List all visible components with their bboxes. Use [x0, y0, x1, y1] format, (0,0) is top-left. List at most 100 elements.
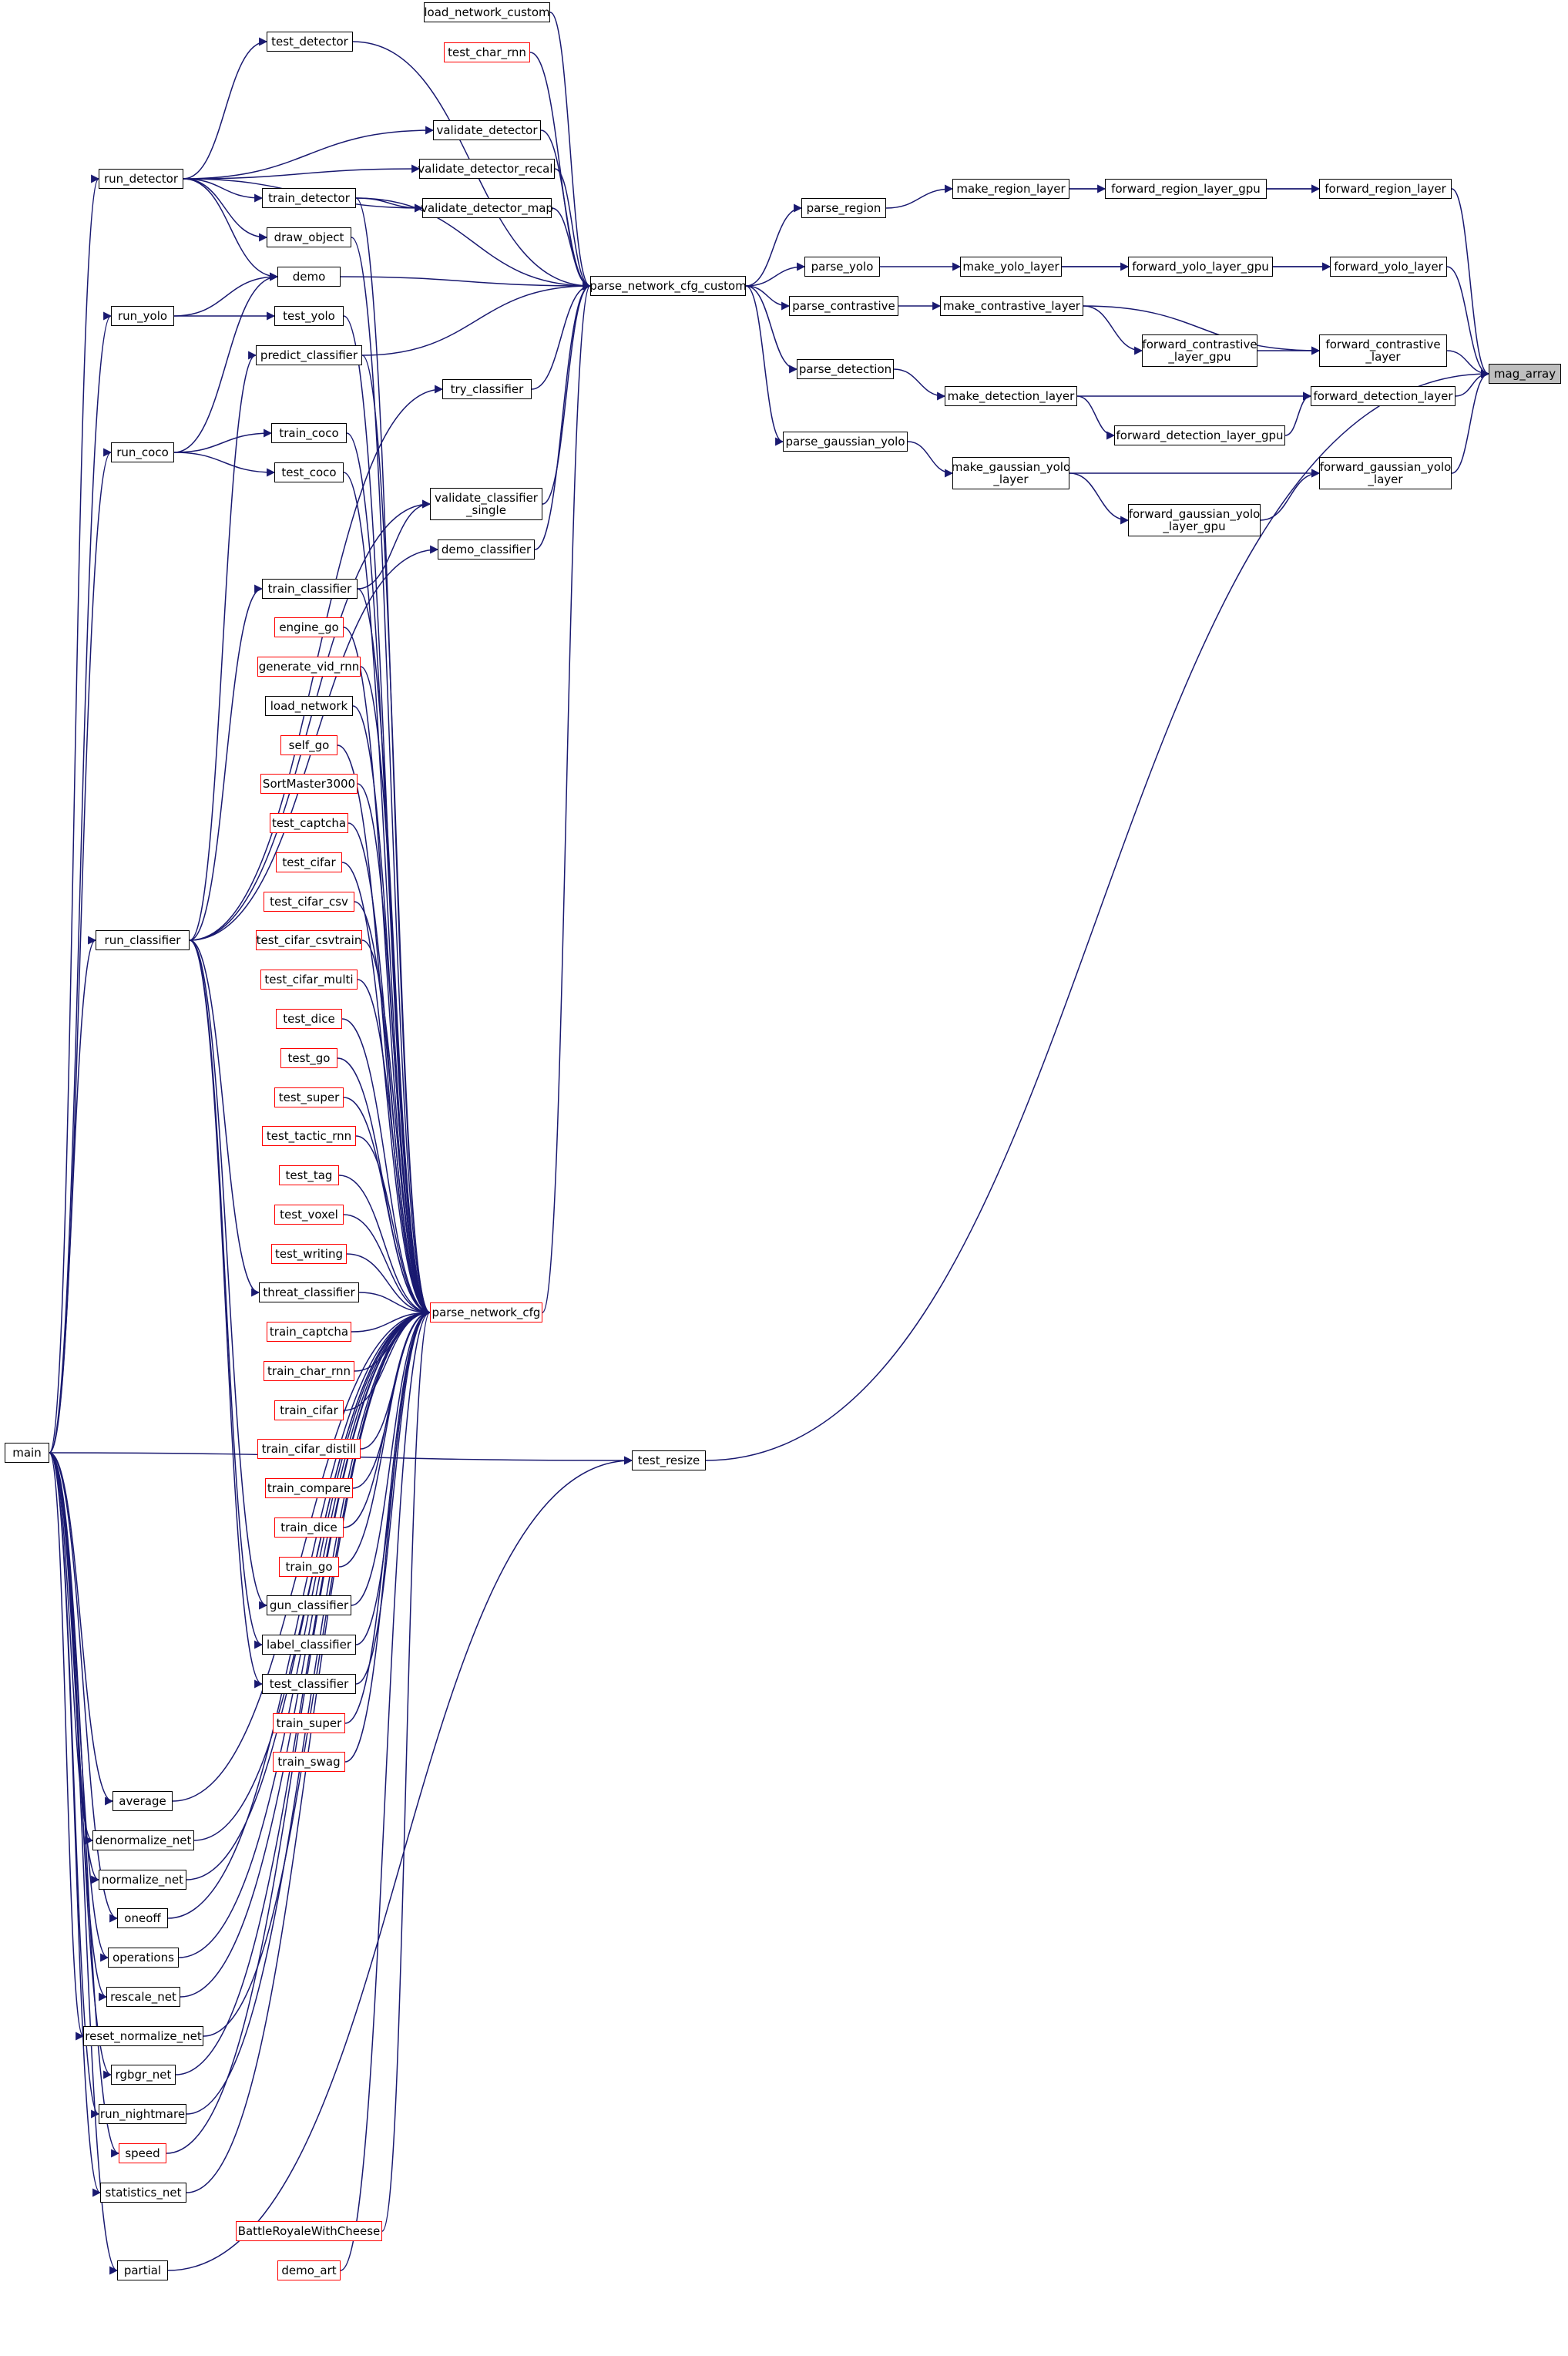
- node-parse-gaussian-yolo[interactable]: parse_gaussian_yolo: [783, 432, 908, 452]
- node-predict-classifier[interactable]: predict_classifier: [256, 345, 362, 365]
- node-try-classifier[interactable]: try_classifier: [442, 379, 532, 399]
- node-oneoff[interactable]: oneoff: [117, 1908, 168, 1928]
- edge-parse_network_cfg_custom-to-parse_yolo: [745, 262, 806, 287]
- edge-parse_detection-to-make_detection_layer: [893, 368, 946, 401]
- edge-parse_network_cfg_custom-to-parse_detection: [745, 285, 798, 374]
- edge-run_classifier-to-train_classifier: [189, 584, 264, 941]
- node-validate-detector[interactable]: validate_detector: [433, 120, 541, 140]
- node-forward-yolo-layer-gpu[interactable]: forward_yolo_layer_gpu: [1128, 257, 1273, 277]
- node-mag-array[interactable]: mag_array: [1489, 364, 1561, 384]
- node-validate-classifier-single[interactable]: validate_classifier _single: [430, 488, 542, 520]
- node-test-tactic-rnn[interactable]: test_tactic_rnn: [262, 1126, 356, 1146]
- node-validate-detector-recall[interactable]: validate_detector_recall: [418, 159, 556, 179]
- node-validate-detector-map[interactable]: validate_detector_map: [421, 198, 553, 218]
- node-threat-classifier[interactable]: threat_classifier: [259, 1282, 359, 1302]
- node-demo[interactable]: demo: [277, 267, 341, 287]
- node-test-tag[interactable]: test_tag: [279, 1165, 339, 1185]
- node-forward-detection-layer[interactable]: forward_detection_layer: [1311, 386, 1456, 406]
- node-train-captcha[interactable]: train_captcha: [267, 1322, 351, 1342]
- node-test-cifar-multi[interactable]: test_cifar_multi: [260, 970, 358, 990]
- edge-run_detector-to-test_detector: [183, 37, 268, 180]
- node-make-detection-layer[interactable]: make_detection_layer: [945, 386, 1077, 406]
- node-test-voxel[interactable]: test_voxel: [274, 1205, 344, 1225]
- node-main[interactable]: main: [5, 1443, 49, 1463]
- node-parse-detection[interactable]: parse_detection: [797, 359, 894, 379]
- node-parse-network-cfg-custom[interactable]: parse_network_cfg_custom: [589, 276, 747, 296]
- node-forward-region-layer-gpu[interactable]: forward_region_layer_gpu: [1105, 179, 1267, 199]
- node-train-swag[interactable]: train_swag: [273, 1752, 345, 1772]
- node-forward-region-layer[interactable]: forward_region_layer: [1319, 179, 1452, 199]
- node-make-region-layer[interactable]: make_region_layer: [952, 179, 1069, 199]
- node-train-coco[interactable]: train_coco: [271, 423, 347, 443]
- node-gun-classifier[interactable]: gun_classifier: [267, 1595, 351, 1615]
- node-train-super[interactable]: train_super: [273, 1713, 345, 1733]
- node-test-cifar-csvtrain[interactable]: test_cifar_csvtrain: [256, 930, 362, 950]
- node-parse-region[interactable]: parse_region: [801, 198, 886, 218]
- node-train-cifar[interactable]: train_cifar: [274, 1400, 344, 1420]
- node-statistics-net[interactable]: statistics_net: [100, 2183, 186, 2203]
- node-test-super[interactable]: test_super: [274, 1087, 344, 1107]
- node-train-classifier[interactable]: train_classifier: [262, 579, 358, 599]
- node-make-contrastive-layer[interactable]: make_contrastive_layer: [940, 296, 1083, 316]
- node-test-dice[interactable]: test_dice: [276, 1009, 342, 1029]
- node-train-cifar-distill[interactable]: train_cifar_distill: [257, 1439, 361, 1459]
- node-load-network-custom[interactable]: load_network_custom: [424, 2, 550, 22]
- node-train-dice[interactable]: train_dice: [274, 1517, 344, 1538]
- node-forward-yolo-layer[interactable]: forward_yolo_layer: [1330, 257, 1447, 277]
- node-draw-object[interactable]: draw_object: [267, 227, 351, 247]
- node-forward-gaussian-yolo-layer[interactable]: forward_gaussian_yolo _layer: [1319, 457, 1452, 489]
- node-label-classifier[interactable]: label_classifier: [262, 1635, 356, 1655]
- edge-parse_region-to-make_region_layer: [885, 184, 954, 209]
- node-forward-contrastive-layer-gpu[interactable]: forward_contrastive _layer_gpu: [1142, 334, 1257, 367]
- node-make-gaussian-yolo-layer[interactable]: make_gaussian_yolo _layer: [952, 457, 1070, 489]
- node-rescale-net[interactable]: rescale_net: [106, 1987, 180, 2007]
- node-train-compare[interactable]: train_compare: [265, 1478, 353, 1498]
- node-forward-detection-layer-gpu[interactable]: forward_detection_layer_gpu: [1114, 425, 1285, 445]
- node-make-yolo-layer[interactable]: make_yolo_layer: [960, 257, 1062, 277]
- node-normalize-net[interactable]: normalize_net: [99, 1870, 186, 1890]
- node-denormalize-net[interactable]: denormalize_net: [92, 1830, 194, 1850]
- node-test-captcha[interactable]: test_captcha: [270, 813, 348, 833]
- edge-run_coco-to-demo: [173, 272, 279, 453]
- node-test-classifier[interactable]: test_classifier: [262, 1674, 356, 1694]
- node-train-go[interactable]: train_go: [279, 1557, 339, 1577]
- node-forward-contrastive-layer[interactable]: forward_contrastive _layer: [1319, 334, 1447, 367]
- node-partial[interactable]: partial: [117, 2260, 168, 2280]
- node-run-detector[interactable]: run_detector: [99, 169, 183, 189]
- node-speed[interactable]: speed: [119, 2143, 166, 2163]
- node-run-nightmare[interactable]: run_nightmare: [99, 2104, 186, 2124]
- node-run-yolo[interactable]: run_yolo: [111, 306, 174, 326]
- node-parse-network-cfg[interactable]: parse_network_cfg: [430, 1302, 542, 1323]
- node-load-network[interactable]: load_network: [265, 696, 353, 716]
- node-test-cifar[interactable]: test_cifar: [276, 852, 342, 872]
- node-test-cifar-csv[interactable]: test_cifar_csv: [264, 892, 354, 912]
- node-engine-go[interactable]: engine_go: [274, 617, 344, 637]
- node-run-classifier[interactable]: run_classifier: [96, 930, 190, 950]
- node-operations[interactable]: operations: [108, 1948, 179, 1968]
- node-forward-gaussian-yolo-layer-gpu[interactable]: forward_gaussian_yolo _layer_gpu: [1128, 504, 1261, 536]
- node-test-detector[interactable]: test_detector: [267, 32, 353, 52]
- node-parse-yolo[interactable]: parse_yolo: [804, 257, 880, 277]
- edge-test_voxel-to-parse_network_cfg: [343, 1214, 431, 1317]
- node-train-detector[interactable]: train_detector: [262, 188, 356, 208]
- node-run-coco[interactable]: run_coco: [111, 442, 174, 462]
- edge-make_detection_layer-to-forward_detection_layer_gpu: [1076, 395, 1116, 440]
- node-self-go[interactable]: self_go: [280, 735, 337, 755]
- node-test-resize[interactable]: test_resize: [632, 1450, 706, 1470]
- node-battleroyalewithcheese[interactable]: BattleRoyaleWithCheese: [236, 2221, 382, 2241]
- node-test-yolo[interactable]: test_yolo: [274, 306, 344, 326]
- node-train-char-rnn[interactable]: train_char_rnn: [264, 1361, 354, 1381]
- node-test-go[interactable]: test_go: [280, 1048, 337, 1068]
- node-reset-normalize-net[interactable]: reset_normalize_net: [83, 2026, 203, 2046]
- node-test-writing[interactable]: test_writing: [271, 1244, 347, 1264]
- node-test-char-rnn[interactable]: test_char_rnn: [444, 42, 530, 62]
- node-parse-contrastive[interactable]: parse_contrastive: [789, 296, 898, 316]
- node-rgbgr-net[interactable]: rgbgr_net: [111, 2065, 176, 2085]
- node-sortmaster3000[interactable]: SortMaster3000: [260, 774, 358, 794]
- node-demo-classifier[interactable]: demo_classifier: [438, 539, 535, 560]
- node-test-coco[interactable]: test_coco: [274, 462, 344, 482]
- node-average[interactable]: average: [112, 1791, 173, 1811]
- edge-parse_network_cfg-to-parse_network_cfg_custom: [542, 281, 592, 1313]
- node-demo-art[interactable]: demo_art: [277, 2260, 341, 2280]
- node-generate-vid-rnn[interactable]: generate_vid_rnn: [257, 657, 361, 677]
